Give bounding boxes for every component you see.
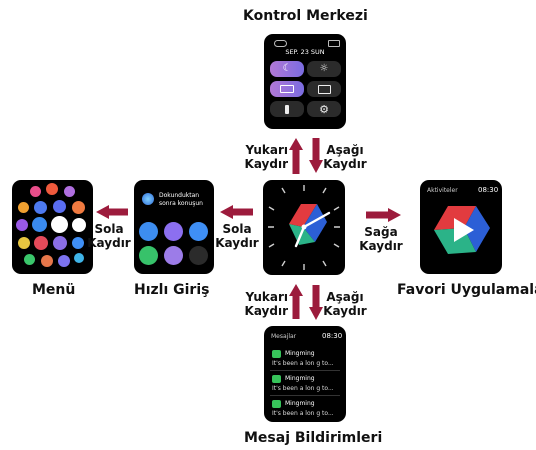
messages-screen[interactable]: Mesajlar 08:30 Mingming It's been a lon …	[264, 326, 346, 422]
menu-app-icon[interactable]	[24, 254, 35, 265]
menu-screen[interactable]	[12, 180, 93, 274]
swipe-down-label-top: Aşağı Kaydır	[323, 143, 367, 171]
menu-app-icon[interactable]	[53, 200, 66, 213]
arrow-down-icon	[309, 138, 323, 173]
quick-app-more-icon[interactable]	[189, 246, 208, 265]
menu-clock-icon[interactable]	[51, 216, 68, 233]
message-divider	[270, 395, 340, 396]
arrow-down-icon	[309, 285, 323, 320]
control-date: SEP. 23 SUN	[285, 48, 325, 56]
quick-hint-line1: Dokunduktan	[159, 192, 200, 199]
message-divider	[270, 370, 340, 371]
title-menu: Menü	[32, 282, 76, 298]
flashlight-icon	[285, 104, 289, 114]
settings-toggle[interactable]: ⚙	[307, 101, 341, 117]
message-preview: It's been a lon g to...	[272, 410, 334, 417]
messages-time: 08:30	[322, 332, 343, 340]
swipe-right-label: Sağa Kaydır	[359, 225, 403, 253]
menu-app-icon[interactable]	[32, 217, 47, 232]
favorites-time: 08:30	[478, 186, 499, 194]
menu-app-icon[interactable]	[34, 201, 47, 214]
quick-access-screen[interactable]: Dokunduktan sonra konuşun	[134, 180, 214, 274]
brightness-icon: ☼	[319, 63, 329, 74]
favorites-label: Aktiviteler	[427, 187, 458, 194]
title-quick-access: Hızlı Giriş	[134, 282, 210, 298]
quick-app-weather-icon[interactable]	[139, 222, 158, 241]
gear-icon: ⚙	[319, 102, 329, 116]
menu-app-icon[interactable]	[34, 236, 48, 250]
message-sender: Mingming	[285, 400, 315, 407]
message-preview: It's been a lon g to...	[272, 385, 334, 392]
menu-app-icon[interactable]	[72, 218, 86, 232]
menu-app-icon[interactable]	[30, 186, 41, 197]
favorite-apps-screen[interactable]: Aktiviteler 08:30	[420, 180, 502, 274]
quick-app-workout-icon[interactable]	[189, 222, 208, 241]
swipe-up-label-bottom: Yukarı Kaydır	[244, 290, 288, 318]
arrow-right-icon	[366, 208, 401, 222]
battery-icon	[328, 40, 340, 47]
watch-face-screen[interactable]	[263, 180, 345, 275]
message-app-icon	[272, 350, 281, 358]
moon-toggle[interactable]: ☾	[270, 61, 304, 77]
quick-app-music-icon[interactable]	[164, 222, 183, 241]
battery-saver-icon	[280, 85, 294, 93]
arrow-up-icon	[289, 138, 303, 174]
swipe-left-label-menu: Sola Kaydır	[87, 222, 131, 250]
message-sender: Mingming	[285, 350, 315, 357]
menu-app-icon[interactable]	[18, 237, 30, 249]
menu-app-icon[interactable]	[46, 183, 58, 195]
menu-app-icon[interactable]	[72, 201, 85, 214]
battery-saver-toggle[interactable]	[270, 81, 304, 97]
swipe-down-label-bottom: Aşağı Kaydır	[323, 290, 367, 318]
menu-app-icon[interactable]	[64, 186, 75, 197]
watch-face-graphic	[268, 185, 340, 270]
menu-app-icon[interactable]	[53, 236, 67, 250]
menu-app-icon[interactable]	[74, 253, 84, 263]
menu-app-icon[interactable]	[41, 255, 53, 267]
title-control-center: Kontrol Merkezi	[243, 8, 368, 24]
control-center-screen[interactable]: SEP. 23 SUN ☾ ☼ ⚙	[264, 34, 346, 129]
messages-label: Mesajlar	[271, 333, 297, 340]
contact-card-icon	[317, 84, 331, 94]
title-favorite-apps: Favori Uygulamalar	[397, 282, 536, 298]
voice-assistant-icon[interactable]	[142, 193, 154, 205]
quick-app-activity-icon[interactable]	[139, 246, 158, 265]
title-notifications: Mesaj Bildirimleri	[244, 430, 383, 446]
brightness-toggle[interactable]: ☼	[307, 61, 341, 77]
quick-hint-line2: sonra konuşun	[159, 200, 203, 207]
menu-app-icon[interactable]	[16, 219, 28, 231]
flashlight-toggle[interactable]	[270, 101, 304, 117]
message-app-icon	[272, 375, 281, 383]
message-sender: Mingming	[285, 375, 315, 382]
arrow-up-icon	[289, 284, 303, 319]
activity-rings-graphic	[434, 206, 490, 254]
contact-card-toggle[interactable]	[307, 81, 341, 97]
link-icon	[274, 40, 287, 47]
arrow-left-icon	[96, 205, 128, 219]
moon-icon: ☾	[282, 63, 292, 74]
arrow-left-icon	[220, 205, 253, 219]
menu-app-icon[interactable]	[72, 237, 84, 249]
swipe-left-label-quick: Sola Kaydır	[215, 222, 259, 250]
menu-app-icon[interactable]	[18, 202, 29, 213]
message-preview: It's been a lon g to...	[272, 360, 334, 367]
message-app-icon	[272, 400, 281, 408]
quick-app-messages-icon[interactable]	[164, 246, 183, 265]
swipe-up-label-top: Yukarı Kaydır	[244, 143, 288, 171]
menu-app-icon[interactable]	[58, 255, 70, 267]
